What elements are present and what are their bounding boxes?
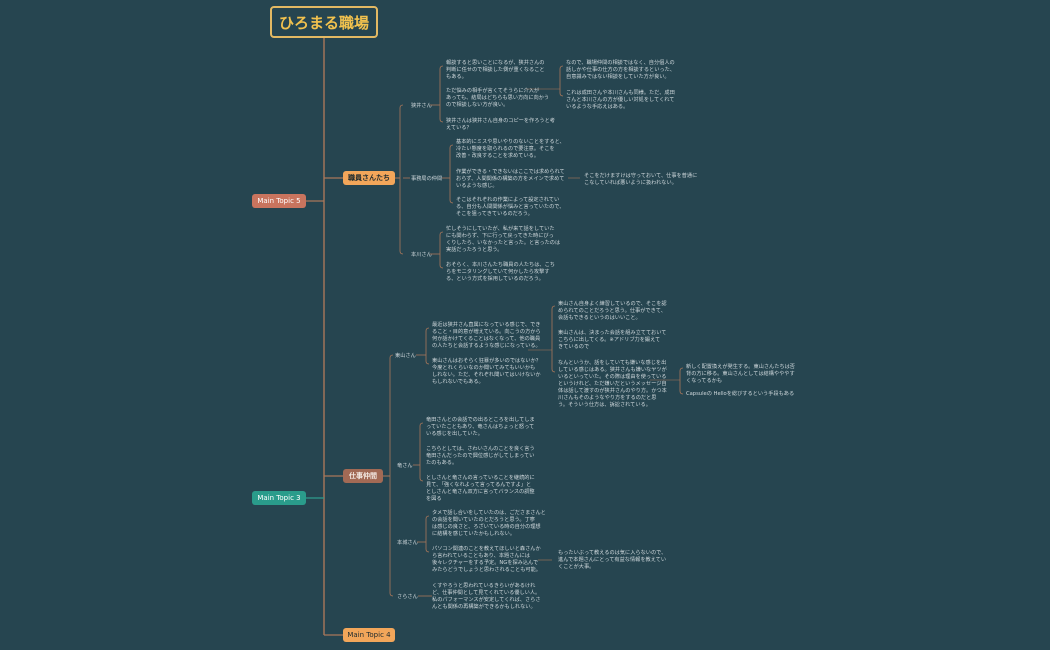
note-text: なんというか、話をしていても嫌いな感じを出 している感じはある。狭井さんも嫌いな… xyxy=(558,360,667,408)
main-topic-5[interactable]: Main Topic 5 xyxy=(252,194,306,208)
connector-bracket xyxy=(425,327,430,365)
note-text: 狭井さんは狭井さん自身のコピーを作ろうと考 えている？ xyxy=(446,118,555,131)
note-text: 東山さんはおそらく狂暴が多いのではないか？ 今度とれくらいなのか聞いてみてもいい… xyxy=(432,358,541,385)
connector-bracket xyxy=(551,305,556,373)
person-motokawa[interactable]: 本川さん xyxy=(411,252,432,258)
connector-bracket xyxy=(559,65,564,97)
connector-bracket xyxy=(399,104,404,255)
note-text: タメで話し合いをしていたのは、ごださまさんと の会話を聞いていたのとだろうと思う… xyxy=(432,510,546,537)
note-text: 最近は狭井さん直属になっている感じで、でき ること・目的意が増えている。向こうの… xyxy=(432,322,541,349)
root-topic[interactable]: ひろまる職場 xyxy=(270,6,378,38)
note-text: パソコン関連のことを教えてほしいと森さんか ら言われていることもあり、本題さんに… xyxy=(432,546,541,573)
note-text: ただ悩みの相手が言くてそうらに介入が あっても、結局はどちらも思い方向に向かう … xyxy=(446,88,550,108)
person-kyoui[interactable]: 狭井さん xyxy=(411,103,432,109)
note-text: 忙しそうにしていたが、私が来て話をしていた にも関わらず、下に行って戻ってきた時… xyxy=(446,226,561,253)
connector-bracket xyxy=(439,231,444,269)
person-sara[interactable]: さらさん xyxy=(397,594,418,600)
main-topic-4[interactable]: Main Topic 4 xyxy=(343,628,395,642)
note-text: そこをだけますけは守っておいて、仕事を普通に こなしていれば悪いように扱われない… xyxy=(584,173,698,186)
connector-bracket xyxy=(439,65,444,123)
note-text: 作業ができる・できないはここでは求められて おらず、人間関係の構築の方をメインで… xyxy=(456,169,565,189)
person-takagi[interactable]: 竜さん xyxy=(397,463,413,469)
branch-shigoto[interactable]: 仕事仲間 xyxy=(343,469,383,483)
connector-bracket xyxy=(679,367,684,395)
note-text: これは成田さんや本川さんも同様。ただ、成田 さんと本川さんの方が優しい対処をして… xyxy=(566,90,675,110)
note-text: おそらく、本川さんたち職員の人たちは、こち らをモニタリングしていて何かしたら攻… xyxy=(446,262,555,282)
person-jimukyoku[interactable]: 事務局の仲間 xyxy=(411,176,443,182)
note-text: もったいぶって教えるのは気に入らないので、 進んで本題さんにとって有益な情報を教… xyxy=(558,550,667,570)
connector-bracket xyxy=(419,422,424,482)
note-text: 東山さんは、決まった会話を組み立てておいて こちらに出してくる。※アドリブ力を鍛… xyxy=(558,330,667,350)
note-text: 新しく配置換えが発生する。東山さんたちは否 背の方に移る。東山さんとしては結構や… xyxy=(686,364,795,384)
note-text: としさんと竜さんの言っていることを継続的に 見て、「強くなれよって言ってるんです… xyxy=(426,475,535,502)
note-text: Capsuleの Helloを総びするという手段もある xyxy=(686,391,795,397)
note-text: そこはそれぞれの作業によって設定されてい る、自分も人間関係が悩みと言っていたの… xyxy=(456,197,565,217)
person-motoi[interactable]: 本城さん xyxy=(397,540,418,546)
note-text: 基本的にミスや思いやりのないことをすると、 冷たい態度を取られるので要注意。そこ… xyxy=(456,139,565,159)
connector-bracket xyxy=(449,144,454,204)
connector-bracket xyxy=(389,354,394,597)
note-text: 竜田さんとの会話での出るところを出してしま っていたこともあり、竜さんはちょっと… xyxy=(426,417,535,437)
note-text: 東山さん自身よく練習しているので、そこを認 められてのことだろうと思う。仕事がで… xyxy=(558,301,667,321)
note-text: こちらとしては、さわいさんのことを良く言う 竜田さんだったので興位感じがしてしま… xyxy=(426,446,535,466)
note-text: 報談すると思いことになるが、狭井さんの 判断に任せので相談した側が重くなること … xyxy=(446,60,545,80)
note-text: くすやろうと思われているきらいがあるけれ ど、仕事仲間として見てくれている優しい… xyxy=(432,583,541,610)
main-topic-3[interactable]: Main Topic 3 xyxy=(252,491,306,505)
note-text: なので、職場仲間の相談ではなく、自分個人の 話しかや仕事の仕方の方を相談するとい… xyxy=(566,60,675,80)
connector-bracket xyxy=(425,515,430,553)
person-higashiyama[interactable]: 東山さん xyxy=(395,353,416,359)
branch-shokuin[interactable]: 職員さんたち xyxy=(343,171,395,185)
